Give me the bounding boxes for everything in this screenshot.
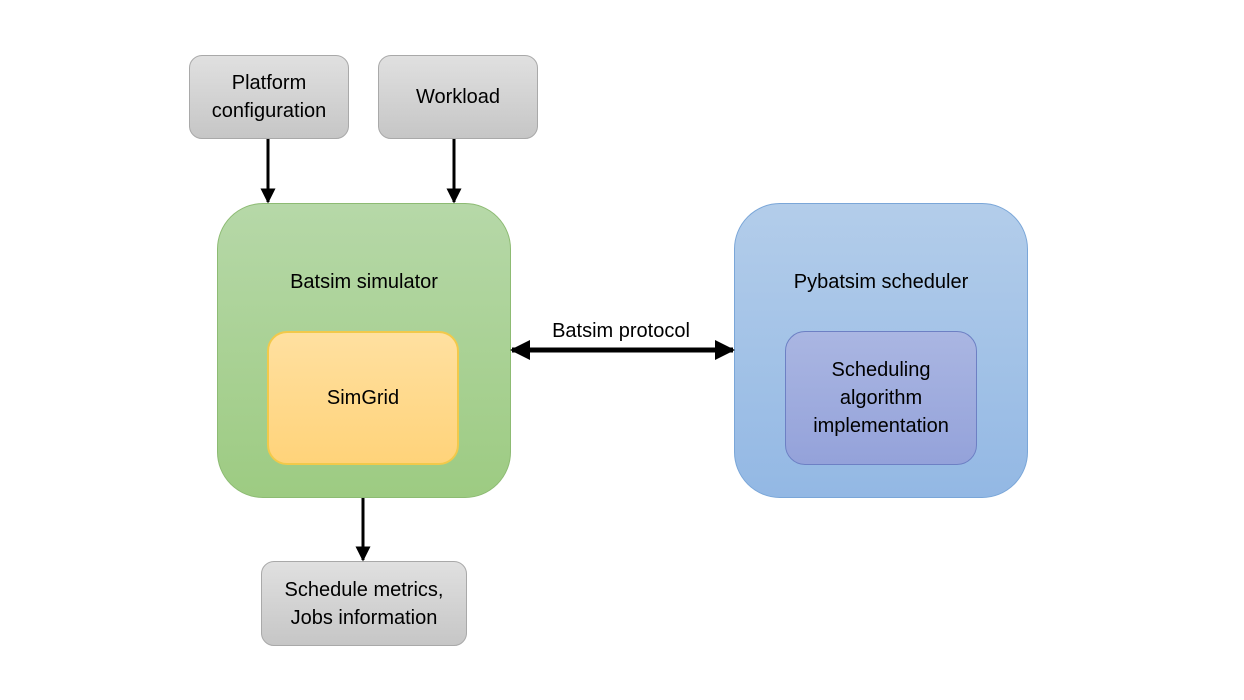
batsim-simulator-label: Batsim simulator: [290, 271, 438, 293]
output-label: Schedule metrics, Jobs information: [284, 578, 444, 629]
batsim-protocol-label: Batsim protocol: [552, 320, 690, 342]
output-box: Schedule metrics, Jobs information: [261, 561, 467, 646]
platform-configuration-box: Platform configuration: [189, 55, 349, 139]
scheduling-algorithm-box: Scheduling algorithm implementation: [785, 331, 977, 465]
workload-box: Workload: [378, 55, 538, 139]
pybatsim-scheduler-label: Pybatsim scheduler: [793, 271, 969, 293]
simgrid-box: SimGrid: [267, 331, 459, 465]
platform-configuration-label: Platform configuration: [211, 72, 327, 122]
simgrid-label: SimGrid: [326, 387, 400, 409]
scheduling-algorithm-label: Scheduling algorithm implementation: [813, 359, 949, 437]
workload-label: Workload: [415, 86, 501, 108]
